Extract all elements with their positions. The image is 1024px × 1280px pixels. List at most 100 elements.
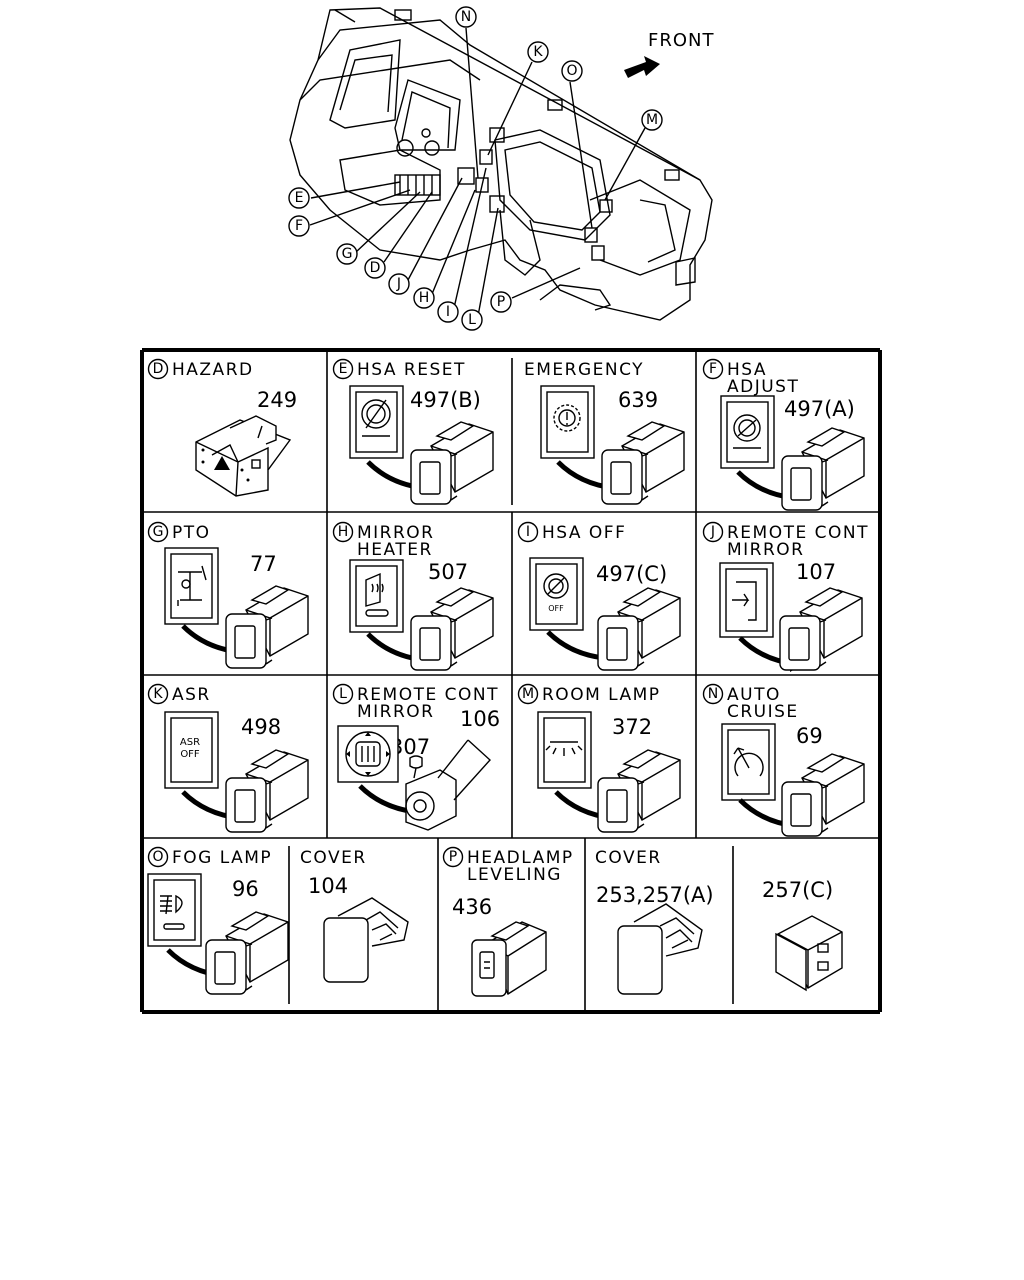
- hsa-off-icon-text: OFF: [548, 604, 564, 613]
- cell-title: REMOTE CONT: [727, 523, 869, 543]
- hsa-off-switch-drawing: OFF: [529, 557, 681, 671]
- callout-letter: P: [497, 294, 505, 310]
- asr-icon-text-1: ASR: [180, 737, 200, 748]
- cover-104-drawing: [323, 897, 409, 983]
- pto-switch-drawing: [164, 547, 309, 669]
- callout-h: H: [413, 287, 435, 309]
- cell-title: HEADLAMP: [467, 848, 574, 868]
- part-number: 77: [250, 552, 277, 576]
- part-number: 96: [232, 877, 259, 901]
- part-number: 497(C): [596, 562, 667, 586]
- cell-letter: F: [709, 361, 717, 377]
- callout-letter: K: [533, 44, 543, 60]
- callout-g: G: [336, 243, 358, 265]
- cell-letter: P: [449, 849, 457, 865]
- callout-letter: E: [295, 190, 304, 206]
- hsa-reset-switch-drawing: [349, 385, 494, 505]
- cell-letter: O: [152, 849, 163, 865]
- cell-title: ROOM LAMP: [542, 685, 661, 705]
- front-label: FRONT: [648, 30, 715, 51]
- cell-title: PTO: [172, 523, 211, 543]
- cover-253-drawing: [617, 903, 703, 995]
- fog-lamp-switch-drawing: [147, 873, 289, 995]
- cell-c3: 257(C): [762, 878, 833, 902]
- cell-title: HEATER: [357, 540, 433, 560]
- front-arrow-icon: [624, 56, 660, 78]
- part-number: 249: [257, 388, 297, 412]
- callout-j: J: [388, 273, 410, 295]
- callout-i: I: [437, 301, 459, 323]
- part-number: 253,257(A): [596, 883, 714, 907]
- hsa-adjust-switch-drawing: [720, 395, 865, 511]
- callout-k: K: [527, 41, 549, 63]
- cell-title: HSA OFF: [542, 523, 626, 543]
- callout-letter: M: [646, 112, 658, 128]
- callout-letter: H: [419, 290, 430, 306]
- cell-title: LEVELING: [467, 865, 562, 885]
- part-number: 507: [428, 560, 468, 584]
- cell-title: AUTO: [727, 685, 781, 705]
- cell-letter: N: [708, 686, 718, 702]
- remote-mirror-switch-j-drawing: [719, 562, 863, 672]
- asr-switch-drawing: ASR OFF: [164, 711, 309, 833]
- callout-letter: O: [566, 63, 577, 79]
- part-number: 257(C): [762, 878, 833, 902]
- callout-f: F: [288, 215, 310, 237]
- cell-letter: E: [339, 361, 348, 377]
- cell-letter: M: [522, 686, 534, 702]
- callout-l: L: [461, 309, 483, 331]
- emergency-switch-drawing: [540, 385, 685, 505]
- cell-letter: L: [339, 686, 347, 702]
- cell-title: HSA: [727, 360, 767, 380]
- cell-title: MIRROR: [357, 702, 435, 722]
- part-number: 497(B): [410, 388, 481, 412]
- cell-title: ADJUST: [727, 377, 799, 397]
- callout-letter: F: [295, 218, 303, 234]
- dashboard-overview: FRONT: [289, 7, 715, 321]
- callout-p: P: [490, 291, 512, 313]
- part-number: 436: [452, 895, 492, 919]
- callout-e: E: [288, 187, 310, 209]
- cell-title: MIRROR: [357, 523, 435, 543]
- part-number: 104: [308, 874, 348, 898]
- hazard-switch-drawing: [195, 415, 292, 497]
- cell-letter: D: [153, 361, 164, 377]
- cell-i: I HSA OFF 497(C): [517, 521, 667, 586]
- cell-title: COVER: [595, 848, 662, 868]
- callout-letter: J: [396, 276, 401, 292]
- cell-title: MIRROR: [727, 540, 805, 560]
- part-number: 69: [796, 724, 823, 748]
- part-number: 107: [796, 560, 836, 584]
- cover-257c-drawing: [775, 915, 843, 992]
- callout-letter: N: [461, 9, 471, 25]
- part-number: 639: [618, 388, 658, 412]
- cell-letter: K: [153, 686, 163, 702]
- callout-letter: L: [468, 312, 476, 328]
- part-number: 498: [241, 715, 281, 739]
- mirror-heater-switch-drawing: [349, 559, 494, 671]
- cell-c2: COVER 253,257(A): [595, 848, 714, 907]
- callout-letter: G: [342, 246, 353, 262]
- callout-m: M: [641, 109, 663, 131]
- callout-letter: D: [370, 260, 381, 276]
- remote-mirror-switch-l-drawing: [337, 725, 491, 831]
- cell-title: CRUISE: [727, 702, 799, 722]
- room-lamp-switch-drawing: [537, 711, 681, 833]
- cell-letter: I: [526, 524, 530, 540]
- callout-n: N: [455, 6, 477, 28]
- cell-title: ASR: [172, 685, 211, 705]
- cell-letter: J: [710, 524, 715, 540]
